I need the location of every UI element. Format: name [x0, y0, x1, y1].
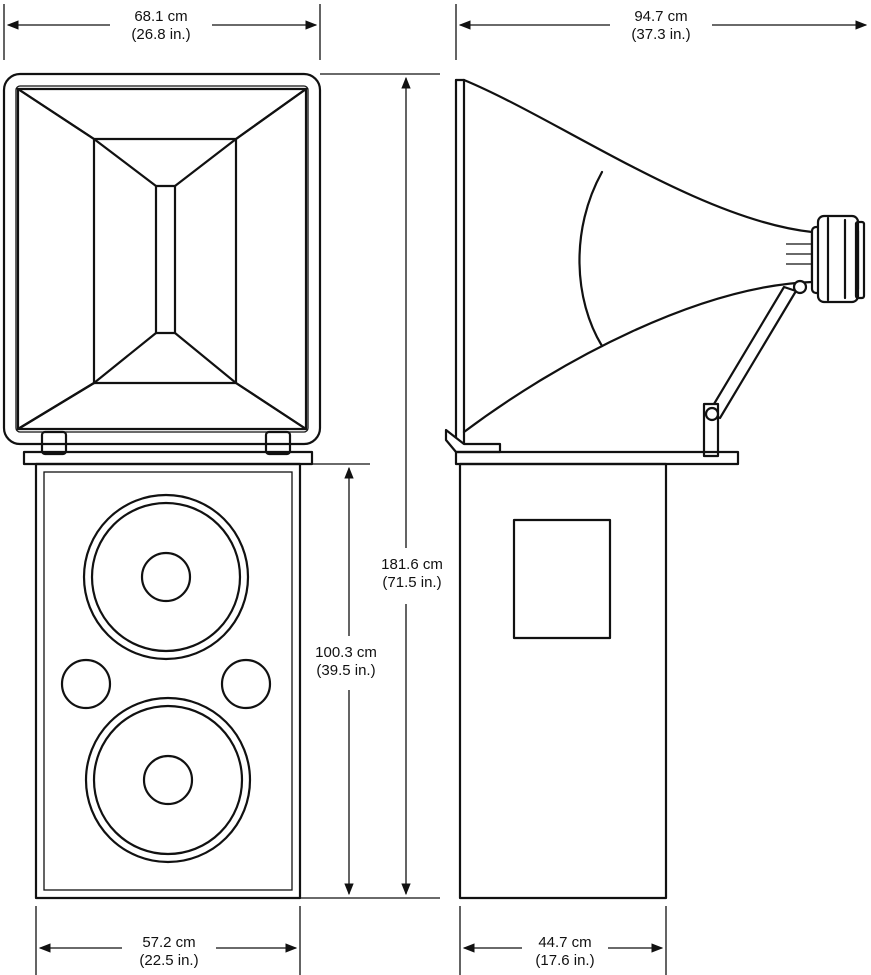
lower-woofer: [84, 696, 252, 864]
top-width-metric: 68.1 cm: [134, 8, 187, 25]
total-height-metric: 181.6 cm: [381, 556, 443, 573]
total-height-imperial: (71.5 in.): [382, 574, 441, 591]
dim-bass-depth: 44.7 cm (17.6 in.): [459, 906, 667, 975]
upper-woofer: [82, 493, 250, 661]
bass-width-imperial: (22.5 in.): [139, 952, 198, 969]
left-port: [60, 658, 112, 710]
horn-flare: [462, 78, 814, 434]
side-top-plate: [454, 450, 740, 466]
side-bass-cabinet: [458, 462, 668, 900]
bass-depth-metric: 44.7 cm: [538, 934, 591, 951]
rear-label-plate: [512, 518, 612, 640]
top-width-imperial: (26.8 in.): [131, 26, 190, 43]
front-horn-cabinet: [2, 72, 322, 446]
dim-total-height: 181.6 cm (71.5 in.): [300, 73, 443, 899]
bass-depth-imperial: (17.6 in.): [535, 952, 594, 969]
bass-width-metric: 57.2 cm: [142, 934, 195, 951]
horn-depth-imperial: (37.3 in.): [631, 26, 690, 43]
dim-bass-width: 57.2 cm (22.5 in.): [35, 906, 301, 975]
front-view: [2, 72, 322, 900]
dim-horn-depth: 94.7 cm (37.3 in.): [455, 4, 868, 60]
bass-height-imperial: (39.5 in.): [316, 662, 375, 679]
front-bass-cabinet: [34, 462, 302, 900]
horn-depth-metric: 94.7 cm: [634, 8, 687, 25]
right-port: [220, 658, 272, 710]
horn-throat-slot: [154, 184, 177, 335]
dim-bass-height: 100.3 cm (39.5 in.): [312, 463, 377, 896]
dim-top-width: 68.1 cm (26.8 in.): [3, 4, 321, 60]
bass-height-metric: 100.3 cm: [315, 644, 377, 661]
side-view: [444, 78, 866, 900]
